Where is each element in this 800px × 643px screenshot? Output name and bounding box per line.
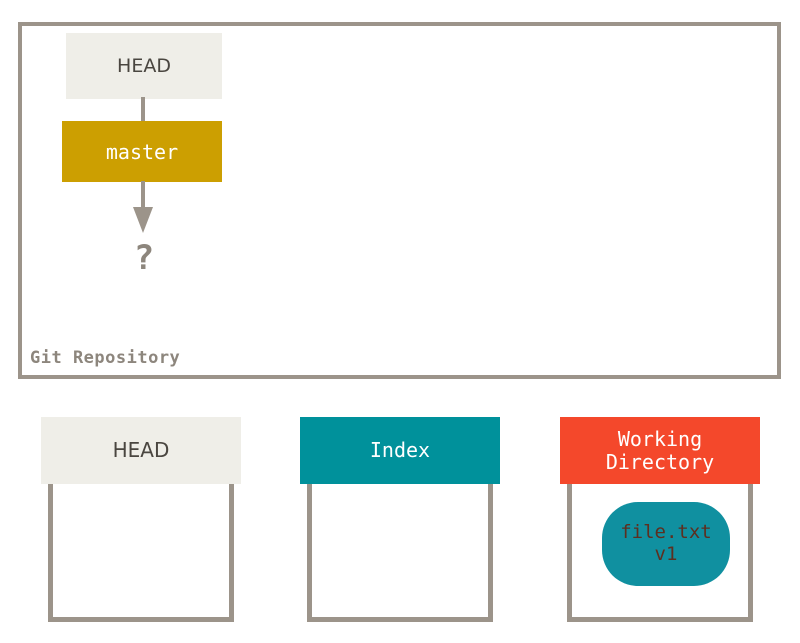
- area-working-directory-header: Working Directory: [560, 417, 760, 484]
- area-head-body: [48, 484, 234, 622]
- area-index-body: [307, 484, 493, 622]
- file-blob-name: file.txt: [620, 521, 712, 544]
- area-head-header: HEAD: [41, 417, 241, 484]
- repo-node-head-label: HEAD: [117, 55, 171, 77]
- git-repository-label: Git Repository: [30, 348, 181, 368]
- repo-node-master-label: master: [105, 139, 179, 164]
- file-blob-version: v1: [654, 543, 678, 565]
- repo-node-commit-placeholder: ?: [133, 238, 155, 278]
- area-head-label: HEAD: [112, 438, 170, 462]
- repo-node-head: HEAD: [66, 33, 222, 99]
- area-working-directory-label-line2: Directory: [605, 449, 715, 474]
- file-blob-file-txt: file.txt v1: [602, 502, 730, 586]
- area-index-label: Index: [369, 438, 431, 462]
- arrowhead-icon: [133, 207, 153, 233]
- area-working-directory-body: file.txt v1: [567, 484, 753, 622]
- git-repository-frame: [18, 22, 781, 379]
- repo-node-master: master: [62, 121, 222, 182]
- area-working-directory-label-line1: Working: [617, 426, 703, 451]
- connector-head-to-master: [141, 97, 145, 123]
- connector-master-to-commit: [141, 181, 145, 211]
- area-index-header: Index: [300, 417, 500, 484]
